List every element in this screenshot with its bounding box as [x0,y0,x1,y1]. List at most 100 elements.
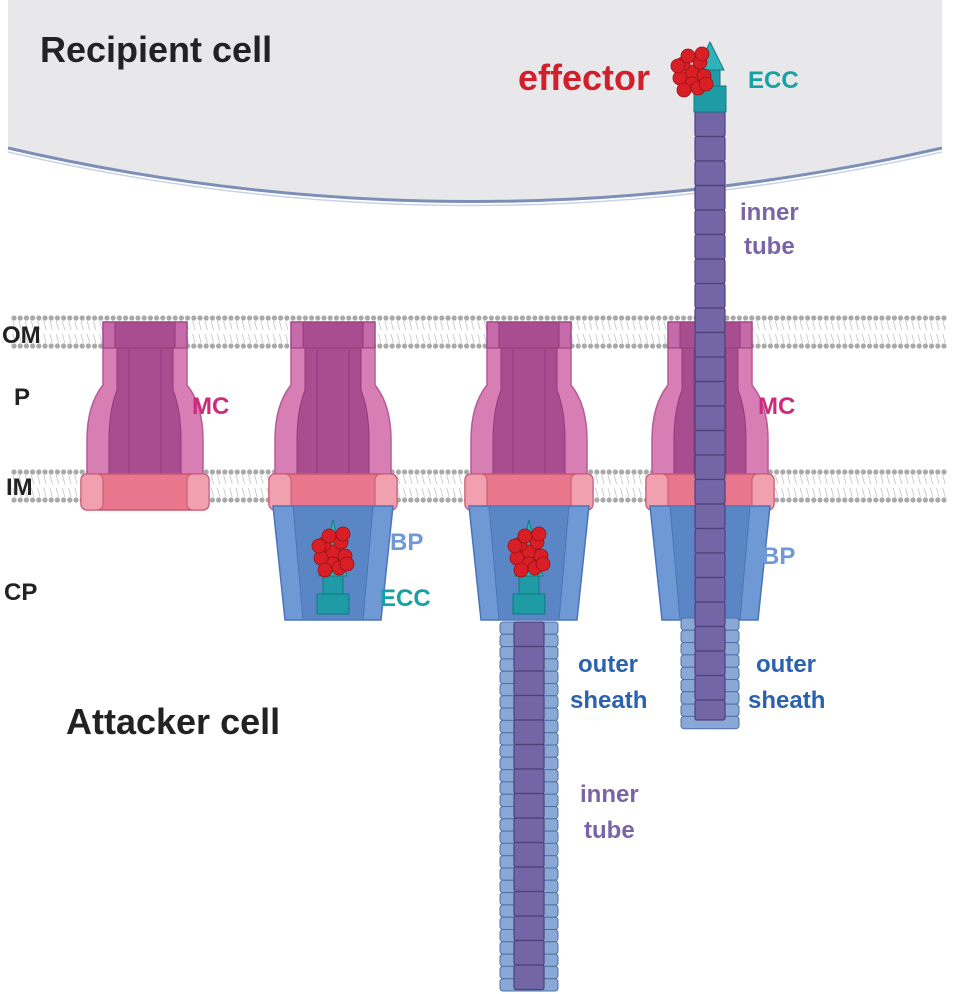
im-lipid-head [42,497,48,503]
im-lipid-head [36,469,42,475]
om-lipid-head [606,343,612,349]
om-lipid-head [203,343,209,349]
om-lipid-head [17,343,23,349]
attacker-cell-label: Attacker cell [66,701,280,742]
om-lipid-head [315,315,321,321]
om-lipid-head [185,315,191,321]
om-lipid-head [98,343,104,349]
om-lipid-head [668,315,674,321]
om-lipid-head [792,343,798,349]
om-lipid-head [61,315,67,321]
im-lipid-head [941,497,947,503]
im-lipid-head [885,469,891,475]
mc-stage1 [80,321,210,511]
im-lipid-head [588,469,594,475]
im-lipid-head [836,469,842,475]
om-lipid-head [650,343,656,349]
im-lipid-head [848,497,854,503]
om-lipid-head [935,315,941,321]
om-lipid-head [910,343,916,349]
om-lipid-head [191,343,197,349]
im-lipid-head [848,469,854,475]
im-lipid-head [780,497,786,503]
im-lipid-head [48,469,54,475]
om-lipid-head [873,315,879,321]
om-lipid-head [67,343,73,349]
om-lipid-head [755,315,761,321]
om-lipid-head [941,343,947,349]
im-lipid-head [433,469,439,475]
im-lipid-head [414,497,420,503]
im-lipid-head [414,469,420,475]
im-lipid-head [805,497,811,503]
om-lipid-head [48,315,54,321]
im-lipid-head [73,469,79,475]
im-lipid-head [637,497,643,503]
om-lipid-head [228,343,234,349]
om-lipid-head [600,315,606,321]
im-lipid-head [860,497,867,503]
im-lipid-head [426,497,432,503]
om-lipid-head [23,315,29,321]
om-lipid-head [488,315,494,321]
im-lipid-head [259,497,265,503]
inner-tube-stage3 [513,621,545,991]
im-lipid-head [836,497,842,503]
om-lipid-head [340,315,346,321]
im-lipid-head [606,469,612,475]
om-lipid-head [569,315,575,321]
im-lipid-head [891,469,898,475]
effector-top [670,46,714,98]
om-lipid-head [104,315,110,321]
bp-stage2-label: BP [390,529,423,556]
om-lipid-head [247,315,253,321]
im-lipid-head [600,497,606,503]
bp-stage4-label: BP [762,543,795,570]
cp-label: CP [4,579,37,606]
im-lipid-head [17,469,23,475]
im-lipid-head [780,469,786,475]
om-lipid-head [898,315,904,321]
om-lipid-head [271,343,277,349]
im-lipid-head [935,497,941,503]
om-lipid-head [842,343,848,349]
om-lipid-head [935,343,941,349]
om-lipid-head [116,315,122,321]
im-lipid-head [247,469,253,475]
om-lipid-head [873,343,879,349]
om-lipid-head [730,315,736,321]
om-lipid-head [54,343,61,349]
om-lipid-head [774,315,780,321]
im-lipid-head [222,469,228,475]
om-lipid-head [612,343,619,349]
om-lipid-head [823,315,829,321]
om-lipid-head [544,315,550,321]
om-lipid-head [767,315,774,321]
om-lipid-head [625,315,631,321]
om-lipid-head [439,315,445,321]
om-lipid-head [11,315,17,321]
om-lipid-head [904,343,910,349]
om-lipid-head [402,343,408,349]
om-lipid-head [309,315,315,321]
om-lipid-head [451,343,457,349]
im-lipid-head [904,497,910,503]
om-lipid-head [79,315,85,321]
om-lipid-head [482,315,488,321]
om-lipid-head [848,315,854,321]
om-lipid-head [92,343,98,349]
ecc-top-label: ECC [748,67,799,94]
om-lipid-head [581,315,588,321]
im-lipid-head [910,469,916,475]
om-lipid-head [222,315,228,321]
om-lipid-head [891,343,898,349]
effector-stage3 [507,526,551,578]
om-lipid-head [662,315,668,321]
om-lipid-head [575,343,581,349]
im-lipid-head [885,497,891,503]
om-lipid-head [290,315,296,321]
om-lipid-head [284,315,290,321]
im-lipid-head [891,497,898,503]
om-lipid-head [259,343,265,349]
om-lipid-head [451,315,457,321]
